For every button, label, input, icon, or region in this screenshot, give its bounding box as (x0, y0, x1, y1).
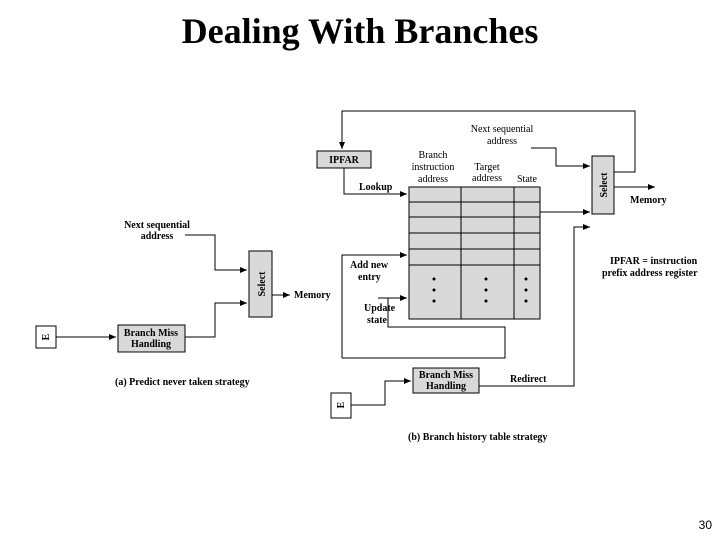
bht-frame (408, 186, 541, 320)
a-branch-miss-box (117, 324, 186, 353)
b-branch-miss-line1: Branch Miss (419, 370, 473, 381)
a-next-seq-line1: Next sequential (124, 220, 190, 231)
a-arrow-next-seq (185, 234, 247, 273)
b-arrow-feedback (339, 110, 636, 173)
a-branch-miss-line2: Handling (131, 339, 171, 350)
b-branch-instr-line3: address (418, 174, 448, 185)
a-next-seq-line2: address (141, 231, 174, 242)
b-redirect-label: Redirect (510, 374, 547, 385)
slide-title: Dealing With Branches (181, 11, 539, 51)
a-select-label: Select (257, 271, 268, 297)
b-state-label: State (517, 174, 538, 185)
b-add-entry-line2: entry (358, 272, 381, 283)
diagram-a: Next sequential address Select Memory E … (35, 220, 331, 388)
diagram-b: Next sequential address IPFAR Branch ins… (316, 110, 698, 443)
branch-history-table (408, 186, 541, 320)
b-arrow-lookup (343, 168, 407, 197)
b-target-line2: address (472, 173, 502, 184)
b-arrow-add-entry (341, 252, 407, 358)
a-caption: (a) Predict never taken strategy (115, 377, 250, 388)
b-next-seq-line1: Next sequential (471, 124, 534, 135)
a-select-box (248, 250, 273, 318)
b-ipfar-note-line2: prefix address register (602, 268, 698, 279)
b-e-label: E (336, 401, 347, 408)
b-arrow-e (351, 378, 411, 406)
b-branch-instr-line1: Branch (419, 150, 448, 161)
b-arrow-redirect (479, 224, 590, 387)
a-memory-label: Memory (294, 290, 331, 301)
slide-number: 30 (698, 518, 712, 532)
b-add-entry-line1: Add new (350, 260, 389, 271)
b-branch-instr-line2: instruction (412, 162, 455, 173)
a-arrow-branch-miss (185, 300, 247, 338)
b-caption: (b) Branch history table strategy (408, 432, 547, 443)
b-branch-miss-box (412, 367, 480, 394)
b-select-box (591, 155, 615, 215)
b-next-seq-line2: address (487, 136, 517, 147)
b-ipfar-note-line1: IPFAR = instruction (610, 256, 698, 267)
b-target-line1: Target (474, 162, 499, 173)
b-branch-miss-line2: Handling (426, 381, 466, 392)
b-update-state-line1: Update (364, 303, 396, 314)
b-ipfar-label: IPFAR (329, 155, 360, 166)
b-arrow-next-seq (531, 147, 590, 169)
b-memory-label: Memory (630, 195, 667, 206)
a-e-label: E (41, 333, 52, 340)
b-line-miss-update (342, 298, 506, 359)
b-update-state-line2: state (367, 315, 388, 326)
b-select-label: Select (599, 172, 610, 198)
bht-ellipsis-dots (432, 277, 528, 303)
a-branch-miss-line1: Branch Miss (124, 328, 178, 339)
b-lookup-label: Lookup (359, 182, 393, 193)
